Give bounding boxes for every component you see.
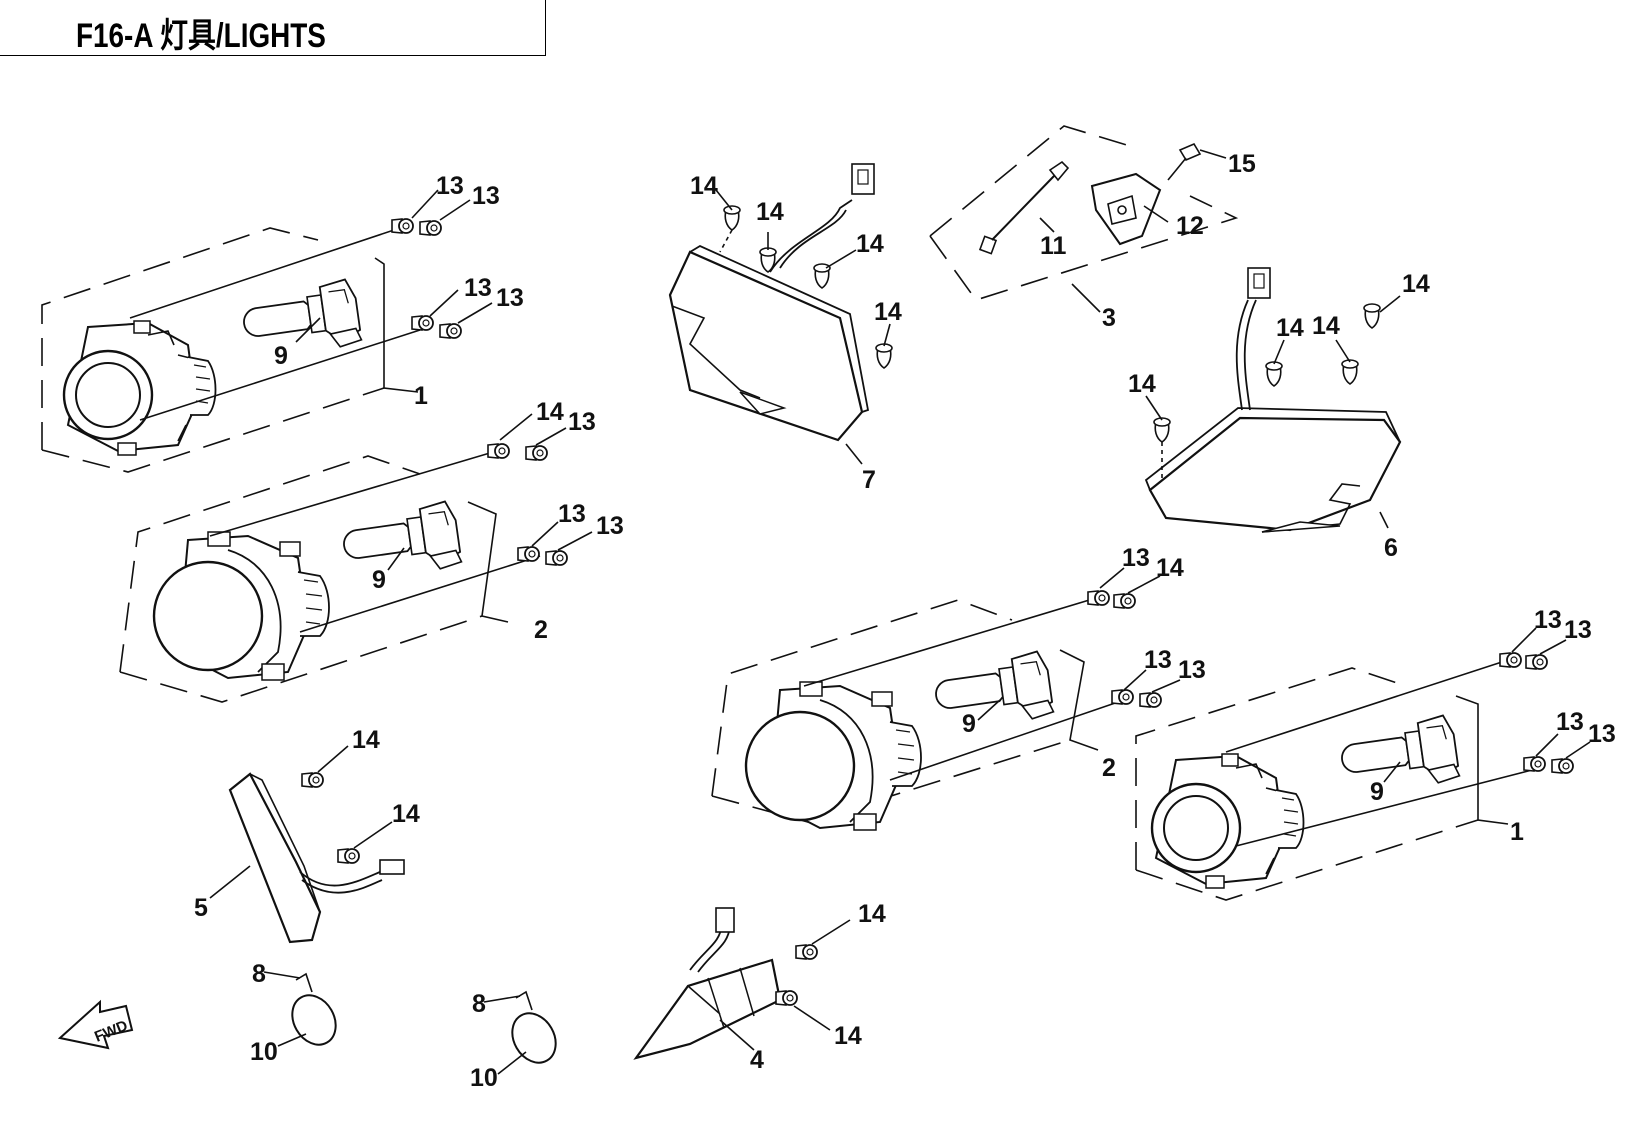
reflector-right-8-10 xyxy=(483,990,557,1075)
callout-14: 14 xyxy=(690,172,718,200)
callout-13: 13 xyxy=(1588,720,1616,748)
callout-10: 10 xyxy=(250,1038,278,1066)
callout-13: 13 xyxy=(1556,708,1584,736)
callout-14: 14 xyxy=(1402,270,1430,298)
callout-14: 14 xyxy=(858,900,886,928)
light-strip-4 xyxy=(633,907,851,1060)
callout-13: 13 xyxy=(558,500,586,528)
side-marker-light-5 xyxy=(209,745,405,944)
callout-14: 14 xyxy=(856,230,884,258)
callout-8: 8 xyxy=(252,960,266,988)
callout-13: 13 xyxy=(472,182,500,210)
callout-14: 14 xyxy=(352,726,380,754)
callout-8: 8 xyxy=(472,990,486,1018)
callout-14: 14 xyxy=(834,1022,862,1050)
callout-labels: 13 13 13 13 9 1 14 13 13 13 9 2 14 14 14… xyxy=(194,150,1616,1092)
callout-13: 13 xyxy=(568,408,596,436)
callout-13: 13 xyxy=(1178,656,1206,684)
callout-9: 9 xyxy=(372,566,386,594)
callout-13: 13 xyxy=(496,284,524,312)
callout-1: 1 xyxy=(414,382,428,410)
headlight-assembly-1-right xyxy=(1135,627,1591,901)
callout-14: 14 xyxy=(874,298,902,326)
callout-14: 14 xyxy=(1312,312,1340,340)
callout-13: 13 xyxy=(1534,606,1562,634)
fwd-arrow-icon xyxy=(57,999,134,1050)
callout-12: 12 xyxy=(1176,212,1204,240)
callout-6: 6 xyxy=(1384,534,1398,562)
callout-14: 14 xyxy=(1276,314,1304,342)
callout-9: 9 xyxy=(962,710,976,738)
callout-14: 14 xyxy=(392,800,420,828)
led-headlight-6 xyxy=(1144,267,1402,533)
lamp-bracket-group-3 xyxy=(929,125,1239,313)
callout-13: 13 xyxy=(1564,616,1592,644)
title-box: F16-A 灯具/LIGHTS xyxy=(0,0,546,56)
callout-13: 13 xyxy=(464,274,492,302)
callout-13: 13 xyxy=(596,512,624,540)
callout-2: 2 xyxy=(1102,754,1116,782)
callout-14: 14 xyxy=(1128,370,1156,398)
callout-1: 1 xyxy=(1510,818,1524,846)
callout-10: 10 xyxy=(470,1064,498,1092)
callout-14: 14 xyxy=(756,198,784,226)
callout-15: 15 xyxy=(1228,150,1256,178)
callout-14: 14 xyxy=(536,398,564,426)
callout-13: 13 xyxy=(436,172,464,200)
headlight-assembly-2-right xyxy=(711,567,1181,832)
callout-4: 4 xyxy=(750,1046,764,1074)
headlight-assembly-1-left xyxy=(41,189,493,473)
callout-3: 3 xyxy=(1102,304,1116,332)
callout-13: 13 xyxy=(1122,544,1150,572)
callout-9: 9 xyxy=(274,342,288,370)
headlight-assembly-2-left xyxy=(119,413,593,703)
callout-14: 14 xyxy=(1156,554,1184,582)
led-headlight-7 xyxy=(668,163,893,465)
callout-11: 11 xyxy=(1040,232,1067,260)
callout-9: 9 xyxy=(1370,778,1384,806)
callout-2: 2 xyxy=(534,616,548,644)
callout-13: 13 xyxy=(1144,646,1172,674)
reflector-left-8-10 xyxy=(263,971,337,1047)
callout-5: 5 xyxy=(194,894,208,922)
diagram-title: F16-A 灯具/LIGHTS xyxy=(76,17,326,55)
callout-7: 7 xyxy=(862,466,876,494)
